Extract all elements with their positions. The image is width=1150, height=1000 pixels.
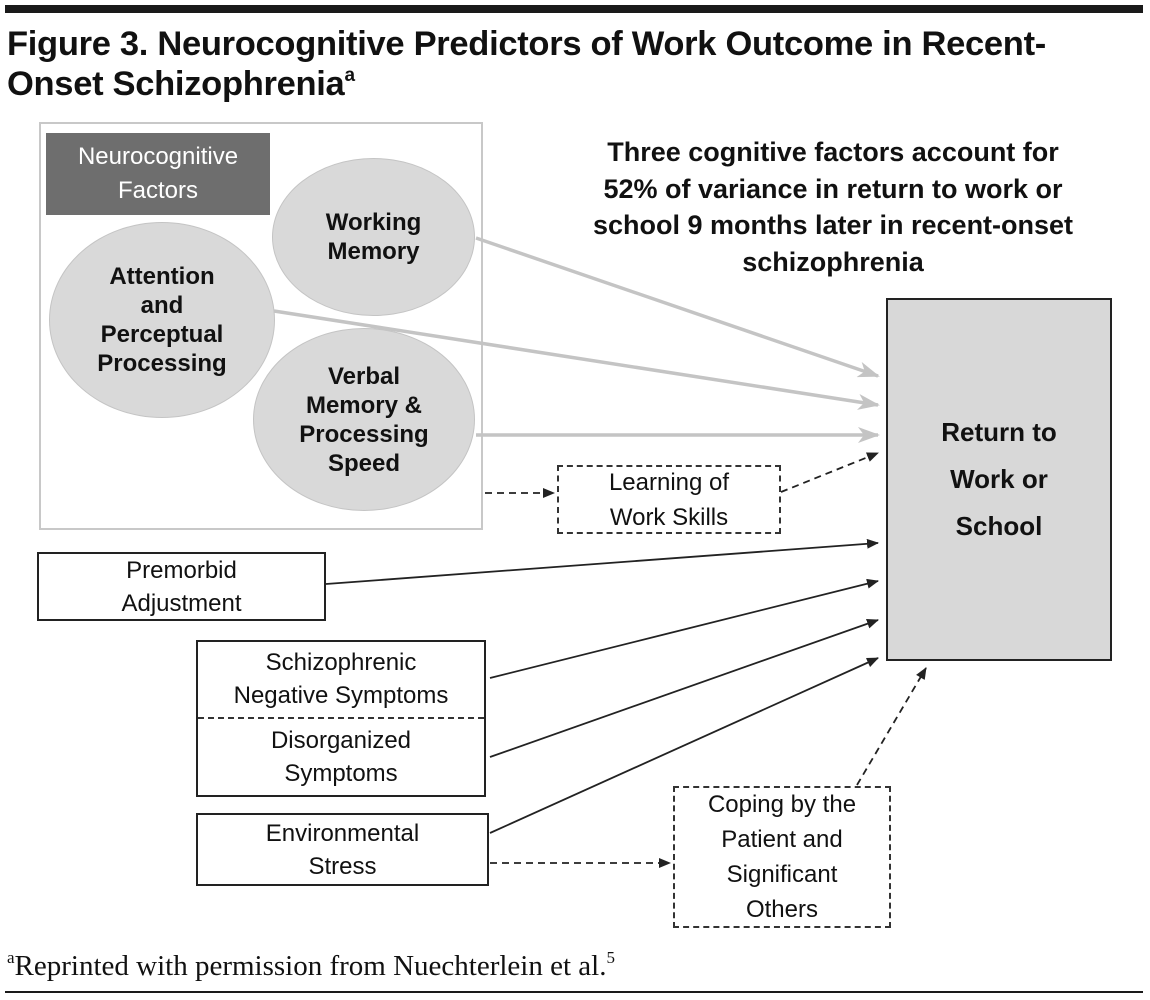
working-memory-node: Working Memory	[272, 158, 475, 316]
variance-headline: Three cognitive factors account for 52% …	[592, 137, 1074, 277]
arrow-negative-symptoms-to-outcome	[489, 578, 879, 679]
verbal-memory-processing-speed-node: Verbal Memory & Processing Speed	[253, 328, 475, 511]
arrow-coping-to-outcome	[856, 667, 927, 786]
return-to-work-or-school-node: Return to Work or School	[886, 298, 1112, 661]
neurocognitive-factors-label: Neurocognitive Factors	[46, 133, 270, 215]
disorganized-symptoms-node: Disorganized Symptoms	[270, 726, 412, 787]
top-rule	[5, 5, 1143, 13]
symptoms-group-box: Schizophrenic Negative Symptoms Disorgan…	[196, 640, 486, 797]
footnote: aReprinted with permission from Nuechter…	[7, 948, 615, 984]
arrow-premorbid-to-outcome	[325, 538, 879, 585]
footnote-marker: a	[7, 948, 15, 967]
figure-title-superscript: a	[344, 65, 355, 86]
attention-perceptual-processing-node: Attention and Perceptual Processing	[49, 222, 275, 418]
figure-title-text: Figure 3. Neurocognitive Predictors of W…	[7, 25, 1046, 103]
environmental-stress-node: Environmental Stress	[196, 813, 489, 886]
learning-work-skills-node: Learning of Work Skills	[557, 465, 781, 534]
bottom-rule	[5, 991, 1143, 993]
footnote-text: Reprinted with permission from Nuechterl…	[14, 950, 607, 982]
premorbid-adjustment-node: Premorbid Adjustment	[37, 552, 326, 621]
negative-symptoms-node: Schizophrenic Negative Symptoms	[198, 642, 484, 719]
arrow-disorganized-symptoms-to-outcome	[489, 618, 879, 758]
footnote-reference: 5	[606, 948, 615, 967]
coping-node: Coping by the Patient and Significant Ot…	[673, 786, 891, 928]
arrow-learning-to-outcome	[780, 452, 879, 493]
figure-title: Figure 3. Neurocognitive Predictors of W…	[7, 24, 1142, 104]
